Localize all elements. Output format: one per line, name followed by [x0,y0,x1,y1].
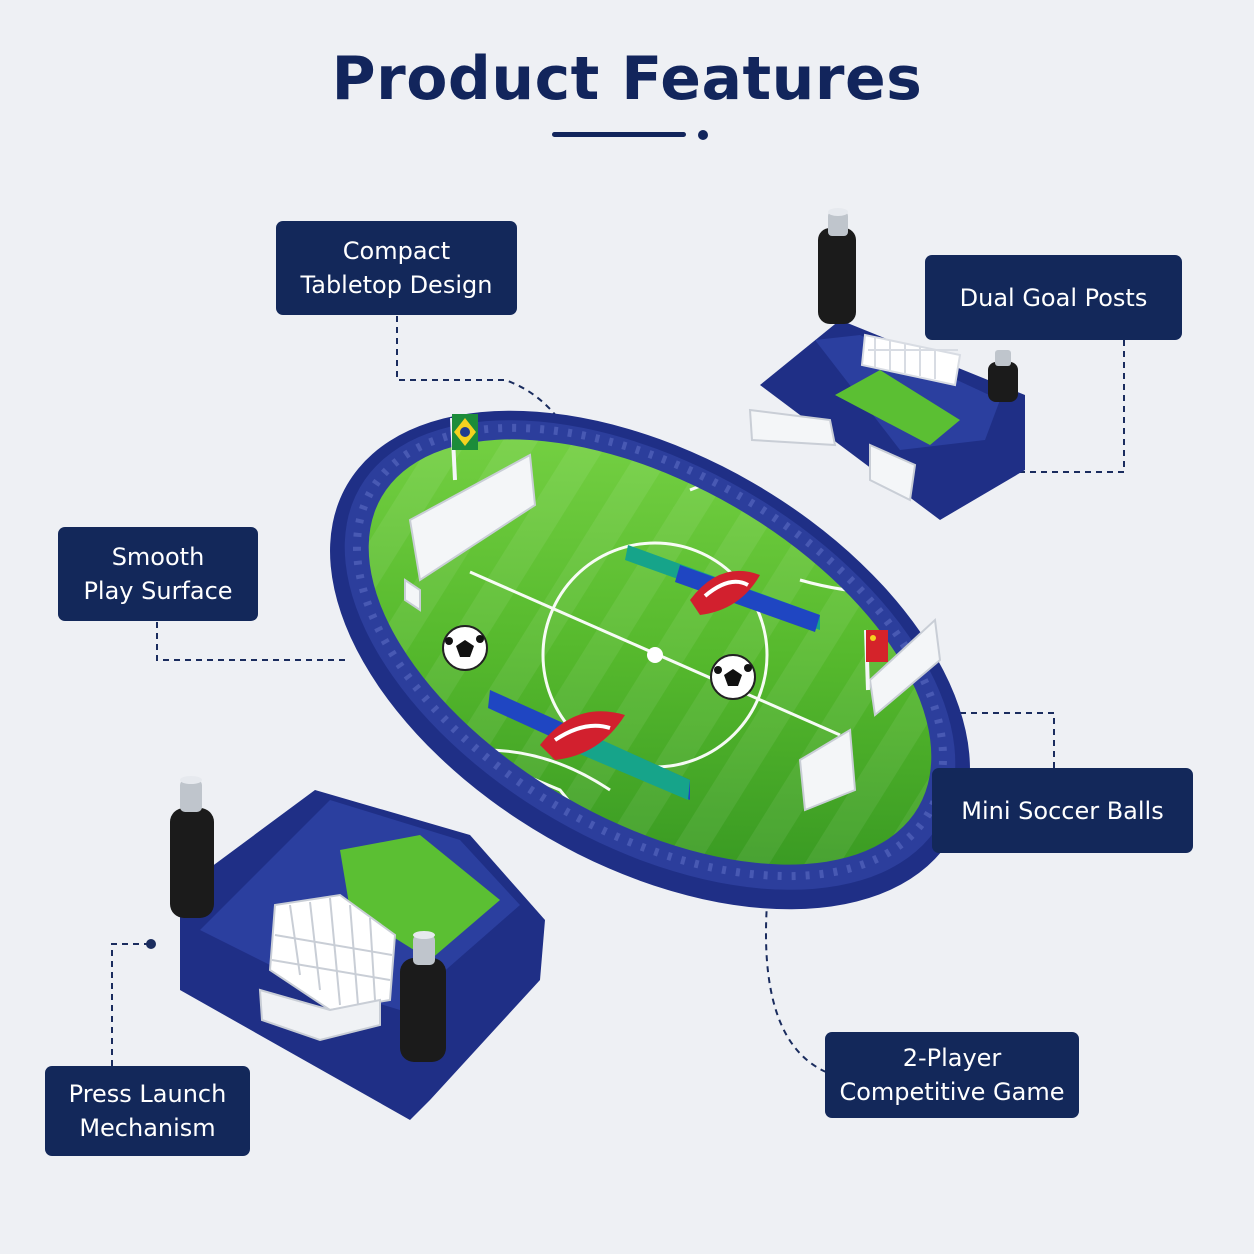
soccer-ball-right [710,654,756,700]
goal-net-top [860,333,962,387]
page-title: Product Features [331,44,923,114]
connector-dot-launch [146,939,156,949]
feature-balls-line1: Mini Soccer Balls [961,796,1164,825]
feature-launch-line1: Press Launch [68,1080,227,1108]
feature-compact-line2: Tabletop Design [300,271,493,299]
launcher-post-bottom-right [400,931,446,1062]
feature-label-players: 2-Player Competitive Game [825,1032,1079,1118]
player-striker-top [625,545,820,632]
connector-compact [396,316,564,426]
connector-launch [111,943,150,1066]
goal-area-top [835,370,960,445]
feature-label-compact: Compact Tabletop Design [276,221,517,315]
launcher-post-bottom-left [170,776,214,918]
feature-surface-line2: Play Surface [83,577,233,605]
feature-label-launch: Press Launch Mechanism [45,1066,250,1156]
feature-launch-line2: Mechanism [79,1114,216,1142]
soccer-ball-left [442,625,488,671]
white-stands [404,408,942,812]
player-striker-bottom [488,690,690,800]
connector-surface [156,622,350,661]
feature-goals-line1: Dual Goal Posts [959,283,1148,312]
connector-goals [1004,340,1125,473]
feature-players-line1: 2-Player [902,1044,1002,1072]
feature-label-goals: Dual Goal Posts [925,255,1182,340]
launcher-post-right [988,350,1018,402]
launcher-post-top [818,208,856,324]
feature-label-surface: Smooth Play Surface [58,527,258,621]
feature-surface-line1: Smooth [111,543,205,571]
flag-brazil-icon [450,414,478,481]
goal-net-bottom [258,893,397,1042]
connector-players [765,889,827,1073]
connector-balls [760,712,1055,768]
title-underline [552,132,686,137]
feature-players-line2: Competitive Game [839,1078,1065,1106]
feature-compact-line1: Compact [342,237,451,265]
flag-red-icon [864,629,888,691]
feature-label-balls: Mini Soccer Balls [932,768,1193,853]
title-dot [698,130,708,140]
